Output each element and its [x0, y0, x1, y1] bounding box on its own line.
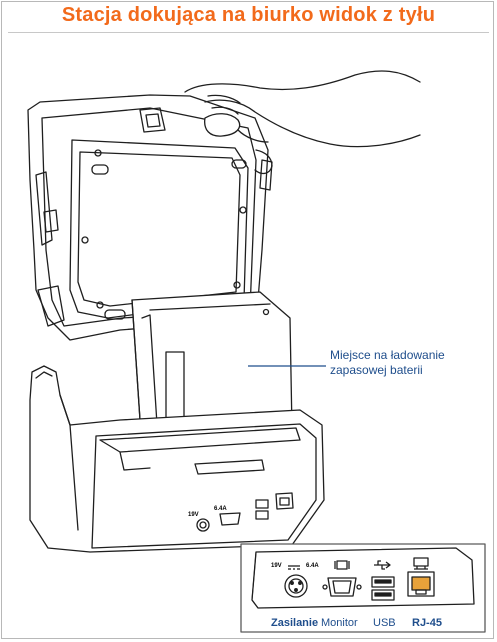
inset-power-spec-v: 19V [271, 563, 282, 569]
figure-title: Stacja dokująca na biurko widok z tyłu [61, 4, 436, 26]
dock-power-spec-v: 19V [188, 512, 199, 518]
usb-port-top [371, 576, 395, 588]
dock-power-spec-a: 6.4A [214, 506, 227, 512]
battery-callout-line1: Miejsce na ładowanie [330, 348, 445, 362]
inset-power-spec-a: 6.4A [306, 563, 319, 569]
tablet-device [27, 94, 273, 341]
rj45-label: RJ-45 [412, 617, 442, 629]
port-detail-inset [240, 543, 486, 633]
hand [184, 70, 421, 175]
battery-callout-line2: zapasowej baterii [330, 363, 423, 377]
monitor-label: Monitor [321, 617, 358, 629]
power-port [284, 574, 308, 598]
dock-base [29, 365, 325, 553]
monitor-port [327, 577, 357, 597]
usb-label: USB [373, 617, 396, 629]
usb-icon [374, 560, 391, 570]
rj45-port [407, 571, 435, 597]
monitor-icon [336, 560, 348, 570]
battery-callout: Miejsce na ładowanie zapasowej baterii [330, 348, 445, 378]
title-divider [8, 32, 489, 33]
network-icon [413, 557, 429, 570]
usb-port-bottom [371, 589, 395, 601]
power-label: Zasilanie [271, 617, 319, 629]
